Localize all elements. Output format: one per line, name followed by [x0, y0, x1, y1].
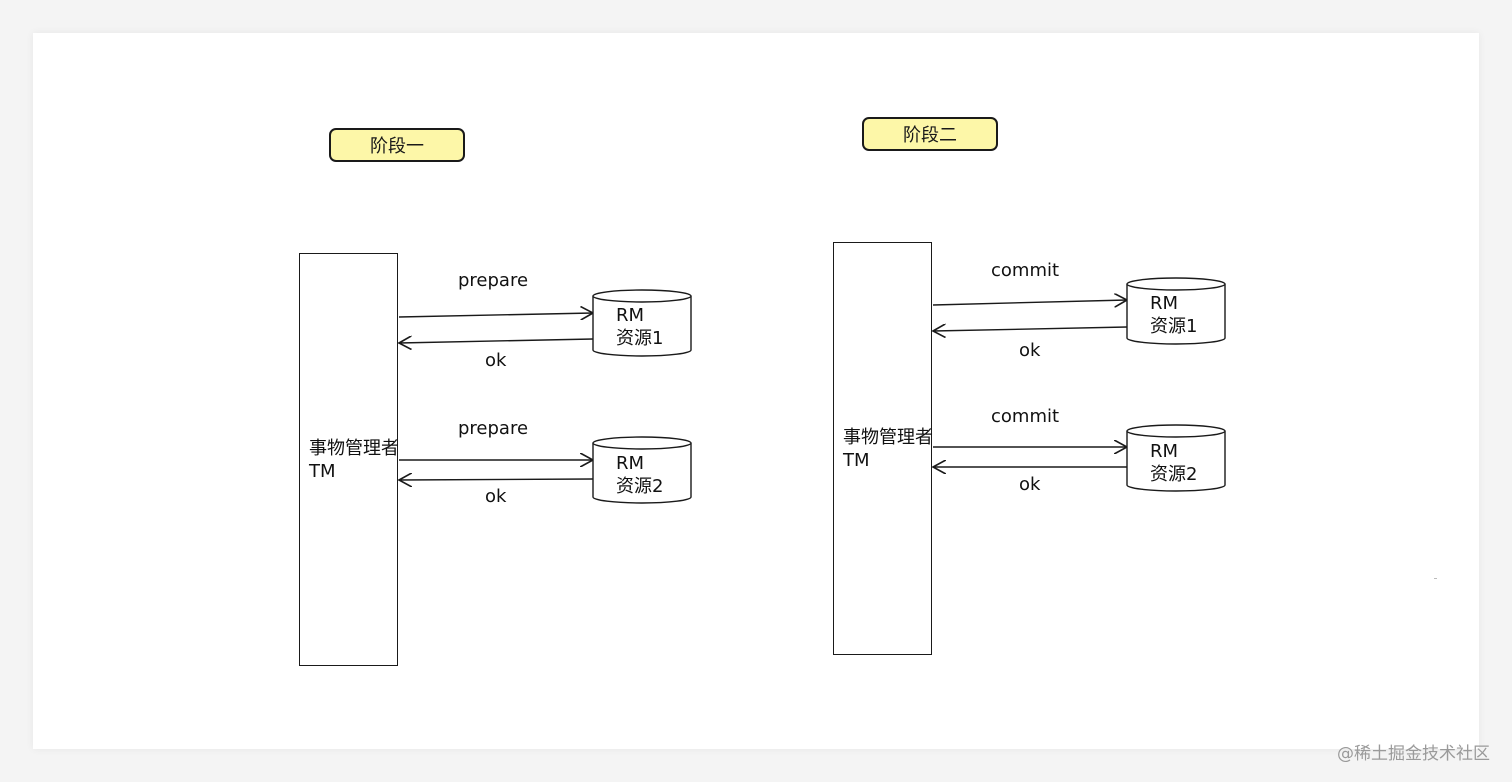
phase2-title: 阶段二	[862, 117, 998, 151]
phase1-rm2-cylinder	[592, 436, 692, 504]
phase1-request-label-2: prepare	[458, 418, 529, 439]
stray-mark	[1434, 578, 1437, 579]
phase2-response-label-2: ok	[1019, 474, 1041, 495]
phase1-title: 阶段一	[329, 128, 465, 162]
phase2-tm-box	[833, 242, 932, 655]
watermark: @稀土掘金技术社区	[1337, 744, 1490, 764]
phase1-response-arrow-2	[399, 479, 594, 480]
phase2-rm2-label: RM 资源2	[1150, 440, 1197, 486]
phase2-rm2-resource: 资源2	[1150, 464, 1198, 485]
phase1-request-arrow-1	[398, 313, 593, 317]
phase2-rm1-resource: 资源1	[1150, 316, 1198, 337]
diagram-canvas	[33, 33, 1479, 749]
phase2-rm2-cylinder	[1126, 424, 1226, 492]
phase2-rm1-cylinder	[1126, 277, 1226, 345]
phase2-request-label-2: commit	[991, 406, 1060, 427]
phase1-response-label-2: ok	[485, 486, 507, 507]
phase1-request-label-1: prepare	[458, 270, 529, 291]
phase2-tm-label: 事物管理者 TM	[843, 427, 933, 471]
phase1-rm2-resource: 资源2	[616, 476, 664, 497]
phase1-rm1-label: RM 资源1	[616, 304, 663, 350]
phase1-rm1-name: RM	[616, 305, 645, 326]
phase2-response-arrow-1	[933, 327, 1128, 331]
phase2-request-label-1: commit	[991, 260, 1060, 281]
phase2-request-arrow-1	[932, 300, 1127, 305]
phase1-tm-label: 事物管理者 TM	[309, 438, 399, 482]
phase1-tm-box	[299, 253, 398, 666]
phase1-rm1-cylinder	[592, 289, 692, 357]
phase1-rm2-label: RM 资源2	[616, 452, 663, 498]
phase1-response-arrow-1	[399, 339, 594, 343]
phase1-response-label-1: ok	[485, 350, 507, 371]
phase1-rm2-name: RM	[616, 453, 645, 474]
phase2-response-label-1: ok	[1019, 340, 1041, 361]
phase2-rm2-name: RM	[1150, 441, 1179, 462]
phase1-rm1-resource: 资源1	[616, 328, 664, 349]
phase2-rm1-label: RM 资源1	[1150, 292, 1197, 338]
phase2-rm1-name: RM	[1150, 293, 1179, 314]
